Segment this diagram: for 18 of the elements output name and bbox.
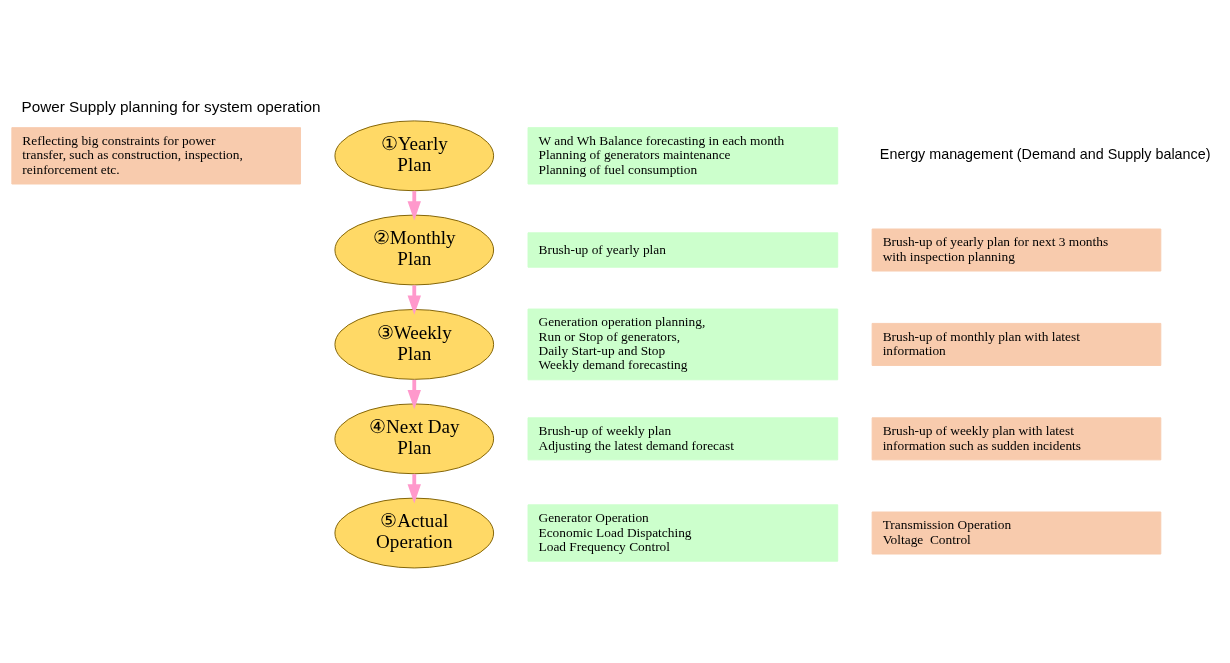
node-box: Brush-up of weekly plan with latest information such as sudden incidents [871,416,1162,460]
node-box: Generator Operation Economic Load Dispatching Load Frequency Control [527,503,839,562]
node-box: Reflecting big constraints for power transfer, such as construction, inspection, reinforcement etc. [11,126,301,184]
node-box: Brush-up of yearly plan [527,231,839,268]
node-ellipse: ②Monthly Plan [334,214,495,285]
arrow [407,284,421,315]
node-box: Brush-up of weekly plan Adjusting the latest demand forecast [527,416,839,460]
node-box: Brush-up of monthly plan with latest information [871,322,1162,366]
label: Energy management (Demand and Supply balance) [879,145,1211,162]
diagram-title: Power Supply planning for system operation [21,97,321,115]
node-ellipse: ⑤Actual Operation [334,497,495,568]
node-box: W and Wh Balance forecasting in each month Planning of generators maintenance Planning of fuel consumption [527,126,839,184]
node-ellipse: ④Next Day Plan [334,402,495,474]
node-ellipse: ③Weekly Plan [334,308,495,380]
node-box: Transmission Operation Voltage Control [871,511,1162,555]
node-box: Brush-up of yearly plan for next 3 months with inspection planning [871,228,1162,272]
node-ellipse: ①Yearly Plan [334,119,495,191]
node-box: Generation operation planning, Run or Stop of generators, Daily Start-up and Stop Weekly demand forecasting [527,308,839,380]
